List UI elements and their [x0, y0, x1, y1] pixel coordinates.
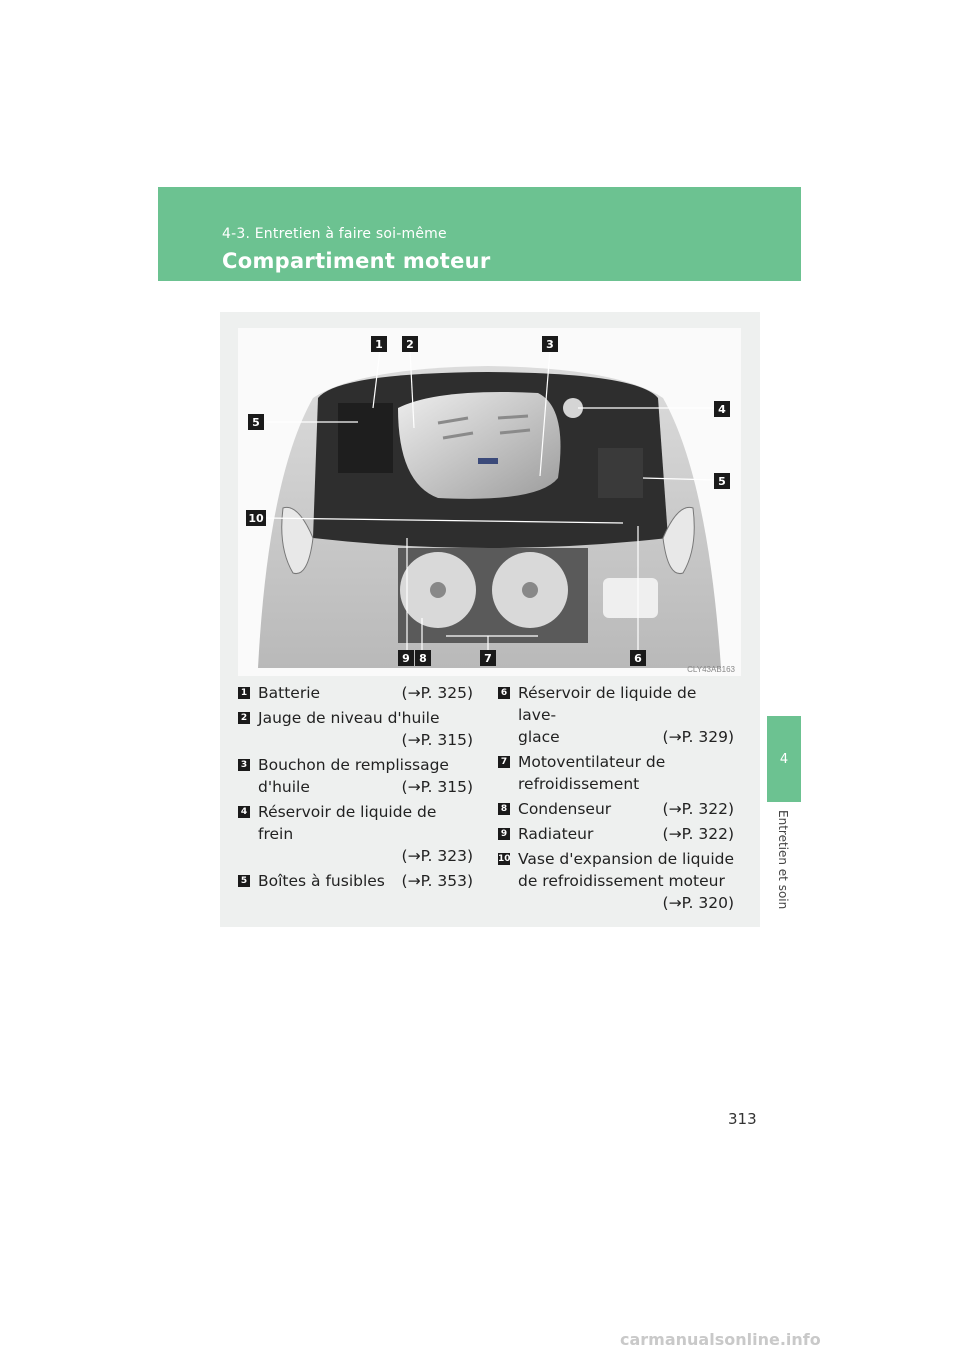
item-number: 8 — [498, 803, 510, 815]
chapter-label: Entretien et soin — [770, 810, 794, 960]
page-ref-link[interactable]: (→P. 320) — [662, 894, 734, 912]
callout-6: 6 — [630, 650, 646, 666]
item-number: 10 — [498, 853, 511, 865]
page-ref-link[interactable]: (→P. 315) — [401, 778, 473, 796]
item-text-cont: d'huile — [258, 778, 310, 796]
svg-text:7: 7 — [484, 652, 492, 665]
page-ref-link[interactable]: (→P. 325) — [401, 684, 473, 702]
callout-5-right: 5 — [714, 473, 730, 489]
item-number: 2 — [238, 712, 250, 724]
svg-text:1: 1 — [375, 338, 383, 351]
callout-4: 4 — [714, 401, 730, 417]
legend-item-1: 1 Batterie (→P. 325) — [238, 682, 473, 704]
item-text: Vase d'expansion de liquide — [518, 850, 735, 868]
legend-item-9: 9 Radiateur (→P. 322) — [498, 823, 734, 845]
legend-right: 6 Réservoir de liquide de lave- glace (→P… — [498, 682, 734, 917]
engine-compartment-photo: 1 2 3 4 5 5 10 9 8 7 6 CLY43AB163 — [238, 328, 741, 676]
svg-text:10: 10 — [248, 512, 264, 525]
item-text: Radiateur — [518, 825, 594, 843]
item-number: 7 — [498, 756, 510, 768]
legend-left: 1 Batterie (→P. 325) 2 Jauge de niveau d'… — [238, 682, 473, 895]
header-band — [158, 187, 801, 281]
item-number: 5 — [238, 875, 250, 887]
legend-item-6: 6 Réservoir de liquide de lave- glace (→P… — [498, 682, 734, 748]
page-ref-link[interactable]: (→P. 315) — [401, 731, 473, 749]
item-text: Réservoir de liquide de frein — [258, 803, 437, 843]
svg-text:9: 9 — [402, 652, 410, 665]
page-number: 313 — [728, 1110, 757, 1128]
item-text-cont: refroidissement — [518, 775, 640, 793]
item-text: Condenseur — [518, 800, 612, 818]
legend-item-2: 2 Jauge de niveau d'huile (→P. 315) — [238, 707, 473, 751]
page-title: Compartiment moteur — [222, 249, 491, 273]
svg-text:5: 5 — [252, 416, 260, 429]
page-ref-link[interactable]: (→P. 329) — [662, 728, 734, 746]
svg-text:6: 6 — [634, 652, 642, 665]
svg-text:4: 4 — [718, 403, 726, 416]
item-text: Réservoir de liquide de lave- — [518, 684, 697, 724]
legend-item-7: 7 Motoventilateur de refroidissement — [498, 751, 734, 795]
item-text: Jauge de niveau d'huile — [258, 709, 440, 727]
section-label: 4-3. Entretien à faire soi-même — [222, 226, 447, 242]
item-number: 9 — [498, 828, 510, 840]
callout-8: 8 — [415, 650, 431, 666]
chapter-label-text: Entretien et soin — [776, 810, 790, 910]
item-text: Bouchon de remplissage — [258, 756, 449, 774]
item-number: 1 — [238, 687, 250, 699]
item-text-cont: de refroidissement moteur — [518, 872, 725, 890]
legend-item-10: 10 Vase d'expansion de liquide de refroi… — [498, 848, 734, 914]
item-text-cont: glace — [518, 728, 560, 746]
callout-1: 1 — [371, 336, 387, 352]
svg-text:8: 8 — [419, 652, 427, 665]
page-ref-link[interactable]: (→P. 322) — [662, 825, 734, 843]
callout-10: 10 — [246, 510, 266, 526]
callout-5-left: 5 — [248, 414, 264, 430]
item-text: Motoventilateur de — [518, 753, 666, 771]
callout-3: 3 — [542, 336, 558, 352]
chapter-number: 4 — [779, 751, 789, 767]
item-number: 6 — [498, 687, 510, 699]
item-number: 3 — [238, 759, 250, 771]
legend-item-4: 4 Réservoir de liquide de frein (→P. 323… — [238, 801, 473, 867]
item-number: 4 — [238, 806, 250, 818]
page-ref-link[interactable]: (→P. 322) — [662, 800, 734, 818]
callout-9: 9 — [398, 650, 414, 666]
page-ref-link[interactable]: (→P. 323) — [401, 847, 473, 865]
item-text: Boîtes à fusibles — [258, 872, 385, 890]
svg-text:2: 2 — [406, 338, 414, 351]
chapter-tab[interactable]: 4 — [767, 716, 801, 802]
svg-text:5: 5 — [718, 475, 726, 488]
legend-item-5: 5 Boîtes à fusibles (→P. 353) — [238, 870, 473, 892]
legend-item-3: 3 Bouchon de remplissage d'huile (→P. 315… — [238, 754, 473, 798]
legend-item-8: 8 Condenseur (→P. 322) — [498, 798, 734, 820]
page-ref-link[interactable]: (→P. 353) — [401, 872, 473, 890]
figure-code: CLY43AB163 — [687, 665, 735, 674]
svg-text:3: 3 — [546, 338, 554, 351]
item-text: Batterie — [258, 684, 321, 702]
callout-7: 7 — [480, 650, 496, 666]
callout-2: 2 — [402, 336, 418, 352]
watermark: carmanualsonline.info — [620, 1330, 821, 1349]
